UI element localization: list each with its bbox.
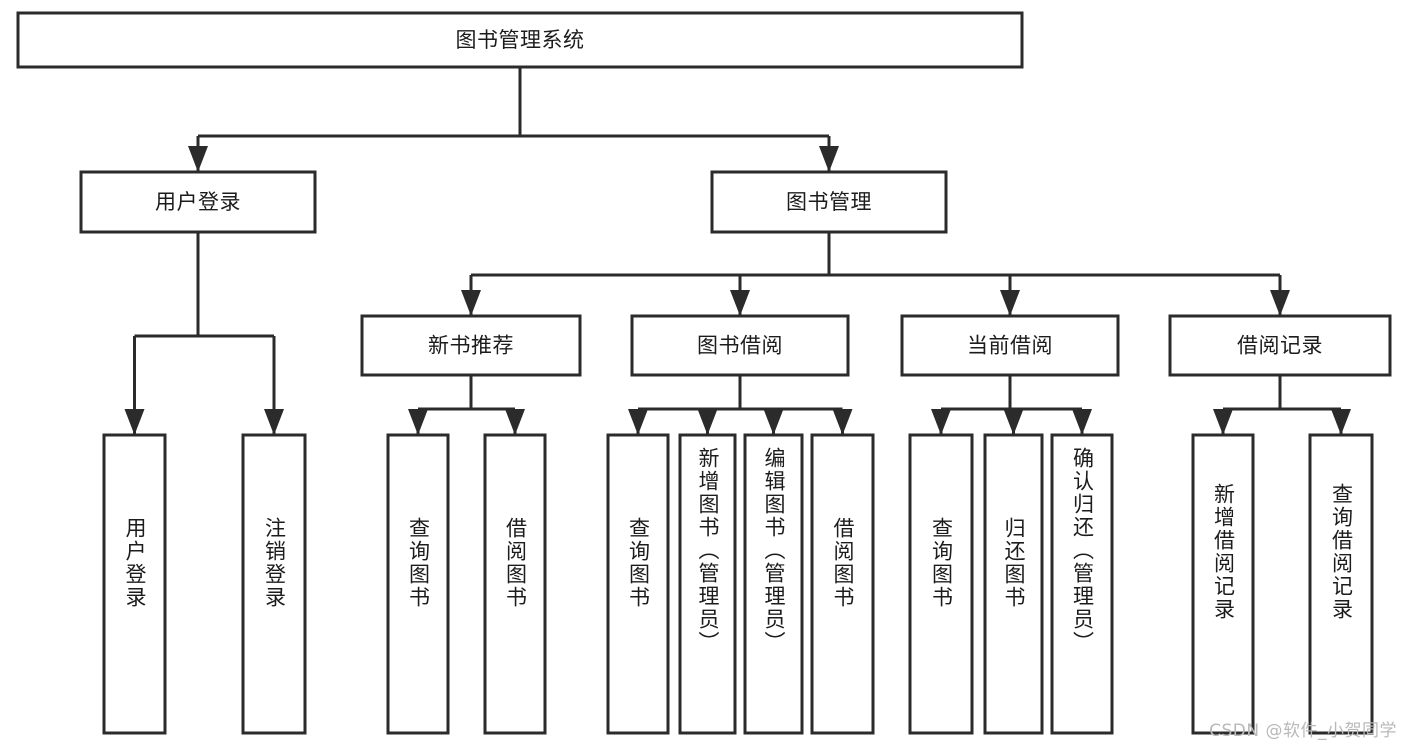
arrow-head-icon-leaf-9 bbox=[1003, 409, 1024, 435]
arrow-head-icon-level3-0 bbox=[461, 290, 481, 316]
arrow-head-icon-level3-3 bbox=[1270, 290, 1290, 316]
arrow-head-icon-level2-1 bbox=[819, 146, 839, 172]
arrow-head-icon-leaf-11 bbox=[1213, 409, 1233, 435]
level2-node-box-1[interactable] bbox=[710, 170, 948, 234]
root-node-box[interactable] bbox=[16, 11, 1024, 69]
level3-node-box-2[interactable] bbox=[900, 314, 1120, 377]
arrow-head-icon-leaf-1 bbox=[264, 409, 284, 435]
arrow-head-icon-level2-0 bbox=[188, 146, 208, 172]
leaf-node-box-7[interactable] bbox=[810, 433, 875, 735]
leaf-node-box-8[interactable] bbox=[908, 433, 974, 735]
leaf-node-box-3[interactable] bbox=[483, 433, 547, 735]
arrow-head-icon-level3-2 bbox=[1000, 290, 1020, 316]
level3-node-0-label: 新书推荐 bbox=[428, 334, 514, 358]
leaf-node-box-2[interactable] bbox=[386, 433, 450, 735]
leaf-node-box-9[interactable] bbox=[983, 433, 1044, 735]
level2-node-box-0[interactable] bbox=[79, 170, 317, 234]
root-node-label: 图书管理系统 bbox=[456, 28, 585, 52]
level3-node-3-label: 借阅记录 bbox=[1237, 334, 1323, 358]
arrow-head-icon-leaf-3 bbox=[505, 409, 525, 435]
arrow-head-icon-leaf-7 bbox=[832, 409, 853, 435]
arrow-head-icon-leaf-5 bbox=[697, 409, 718, 435]
leaf-node-box-1[interactable] bbox=[241, 433, 307, 735]
leaf-node-box-4[interactable] bbox=[606, 433, 670, 735]
leaf-node-box-10[interactable] bbox=[1050, 433, 1114, 735]
leaf-node-box-11[interactable] bbox=[1191, 433, 1255, 735]
arrow-head-icon-leaf-0 bbox=[124, 409, 145, 435]
leaf-node-box-5[interactable] bbox=[678, 433, 737, 735]
leaf-node-box-6[interactable] bbox=[743, 433, 804, 735]
level3-node-1-label: 图书借阅 bbox=[697, 334, 783, 358]
connectors-layer bbox=[124, 67, 1351, 435]
level3-node-box-0[interactable] bbox=[360, 314, 582, 377]
arrow-head-icon-leaf-8 bbox=[931, 409, 951, 435]
arrow-head-icon-level3-1 bbox=[730, 290, 750, 316]
arrow-head-icon-leaf-12 bbox=[1331, 409, 1351, 435]
arrow-head-icon-leaf-4 bbox=[628, 409, 648, 435]
arrow-head-icon-leaf-6 bbox=[763, 409, 784, 435]
leaf-node-box-12[interactable] bbox=[1308, 433, 1374, 735]
leaf-node-box-0[interactable] bbox=[102, 433, 167, 735]
arrow-head-icon-leaf-10 bbox=[1072, 409, 1092, 435]
level3-node-box-1[interactable] bbox=[630, 314, 850, 377]
watermark-text: CSDN @软件_小贺同学 bbox=[1209, 721, 1397, 741]
level3-node-box-3[interactable] bbox=[1168, 314, 1392, 377]
level3-node-2-label: 当前借阅 bbox=[967, 334, 1053, 358]
level2-node-1-label: 图书管理 bbox=[786, 190, 872, 214]
arrow-head-icon-leaf-2 bbox=[408, 409, 428, 435]
level2-node-0-label: 用户登录 bbox=[155, 190, 241, 214]
